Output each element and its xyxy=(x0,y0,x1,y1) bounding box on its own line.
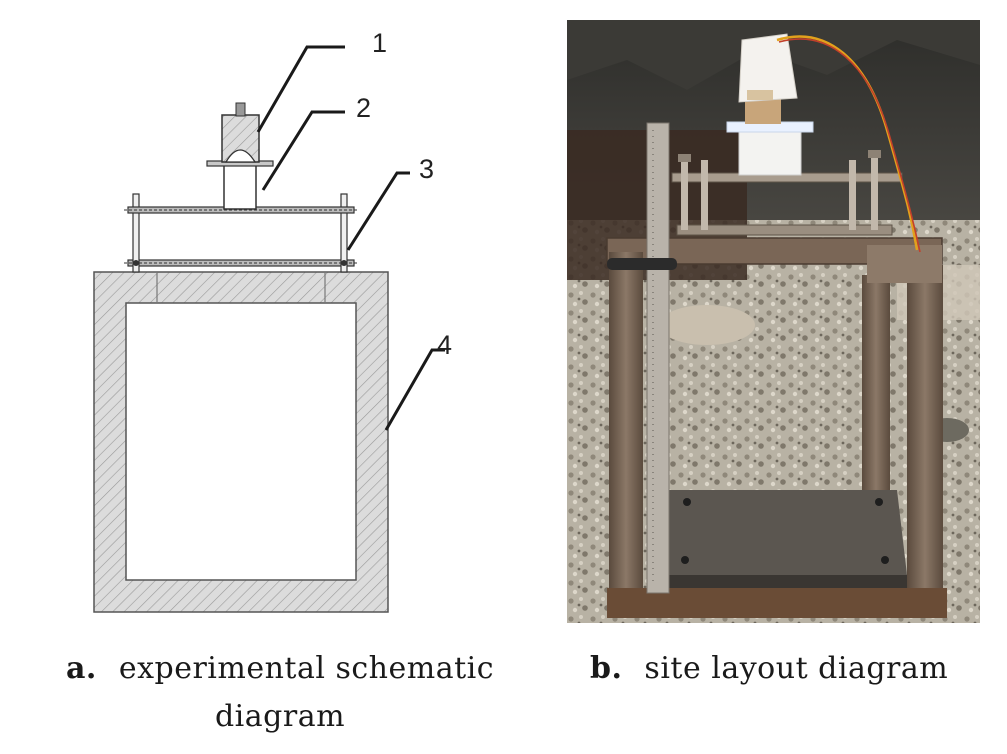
steel-frame xyxy=(606,237,947,618)
steel-ruler xyxy=(607,122,677,594)
caption-b: b. site layout diagram xyxy=(590,645,980,693)
bottom-plate xyxy=(124,259,358,267)
callout-label-4: 4 xyxy=(437,330,453,360)
container-box xyxy=(93,271,389,613)
sensor-head xyxy=(221,102,260,163)
experimental-schematic xyxy=(93,45,445,613)
plates-and-rods xyxy=(671,150,903,236)
site-layout-photo xyxy=(567,20,980,623)
caption-a-tag: a. xyxy=(65,651,97,686)
caption-b-text: site layout diagram xyxy=(644,651,949,686)
caption-a: a. experimental schematic diagram xyxy=(40,645,520,741)
sensor-column xyxy=(726,33,814,176)
caption-b-tag: b. xyxy=(590,651,623,686)
callout-label-1: 1 xyxy=(372,28,388,58)
caption-a-text: experimental schematic diagram xyxy=(118,651,495,734)
leader-lines xyxy=(256,45,445,431)
callout-label-3: 3 xyxy=(419,154,435,184)
support-column xyxy=(206,160,274,210)
callout-label-2: 2 xyxy=(356,93,372,123)
